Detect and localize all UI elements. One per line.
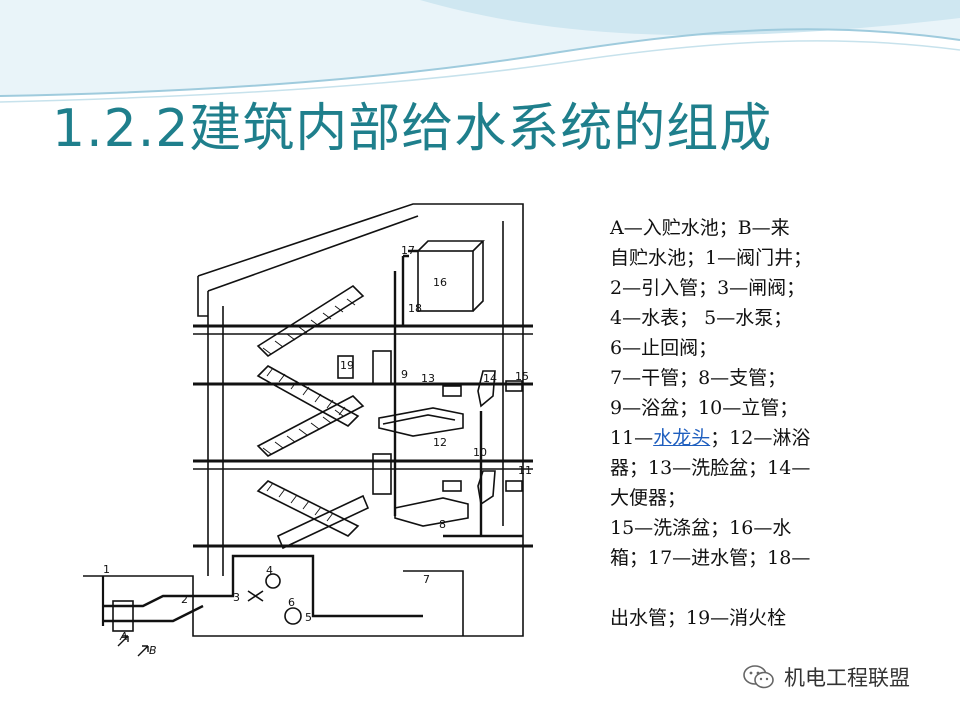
svg-text:9: 9	[401, 368, 408, 381]
legend-line: 2—引入管；3—闸阀；	[610, 277, 806, 299]
legend-line: 9—浴盆；10—立管；	[610, 397, 799, 419]
watermark-text: 机电工程联盟	[784, 666, 910, 690]
legend-line: 大便器；	[610, 487, 687, 509]
legend-line: 7—干管；8—支管；	[610, 367, 787, 389]
svg-text:16: 16	[433, 276, 447, 289]
legend-line: 自贮水池；1—阀门井；	[610, 247, 813, 269]
svg-text:7: 7	[423, 573, 430, 586]
svg-text:10: 10	[473, 446, 487, 459]
legend-text: ；12—淋浴	[710, 427, 811, 449]
wechat-icon	[743, 665, 774, 689]
legend-line: A—入贮水池；B—来	[610, 217, 790, 239]
svg-text:8: 8	[439, 518, 446, 531]
svg-text:B: B	[149, 644, 157, 657]
legend-spacer	[610, 573, 860, 603]
legend-line: 6—止回阀；	[610, 337, 718, 359]
watermark: 机电工程联盟	[742, 662, 910, 692]
diagram-legend: A—入贮水池；B—来 自贮水池；1—阀门井； 2—引入管；3—闸阀； 4—水表；…	[610, 213, 860, 633]
svg-text:19: 19	[340, 359, 354, 372]
svg-text:5: 5	[305, 611, 312, 624]
svg-text:15: 15	[515, 370, 529, 383]
slide-title: 1.2.2建筑内部给水系统的组成	[52, 99, 773, 159]
header-wave-decoration	[0, 0, 960, 103]
svg-text:17: 17	[401, 244, 415, 257]
svg-text:13: 13	[421, 372, 435, 385]
faucet-link[interactable]: 水龙头	[653, 427, 711, 449]
svg-text:A: A	[119, 630, 128, 643]
legend-line-faucet: 11—水龙头；12—淋浴	[610, 423, 860, 453]
legend-line: 15—洗涤盆；16—水	[610, 517, 792, 539]
legend-line: 器；13—洗脸盆；14—	[610, 457, 811, 479]
legend-line: 出水管；19—消火栓	[610, 607, 787, 629]
svg-text:3: 3	[233, 591, 240, 604]
legend-text: 11—	[610, 427, 654, 449]
svg-text:11: 11	[518, 464, 532, 477]
building-water-supply-diagram: A B 1 2 3 4 5 6 7 8 9 10 11 12 13 14 15 …	[83, 196, 553, 664]
svg-text:6: 6	[288, 596, 295, 609]
svg-text:18: 18	[408, 302, 422, 315]
svg-text:4: 4	[266, 564, 273, 577]
svg-text:1: 1	[103, 563, 110, 576]
svg-text:12: 12	[433, 436, 447, 449]
svg-text:14: 14	[483, 372, 497, 385]
legend-line: 4—水表； 5—水泵；	[610, 307, 793, 329]
svg-text:2: 2	[181, 593, 188, 606]
legend-line: 箱；17—进水管；18—	[610, 547, 811, 569]
